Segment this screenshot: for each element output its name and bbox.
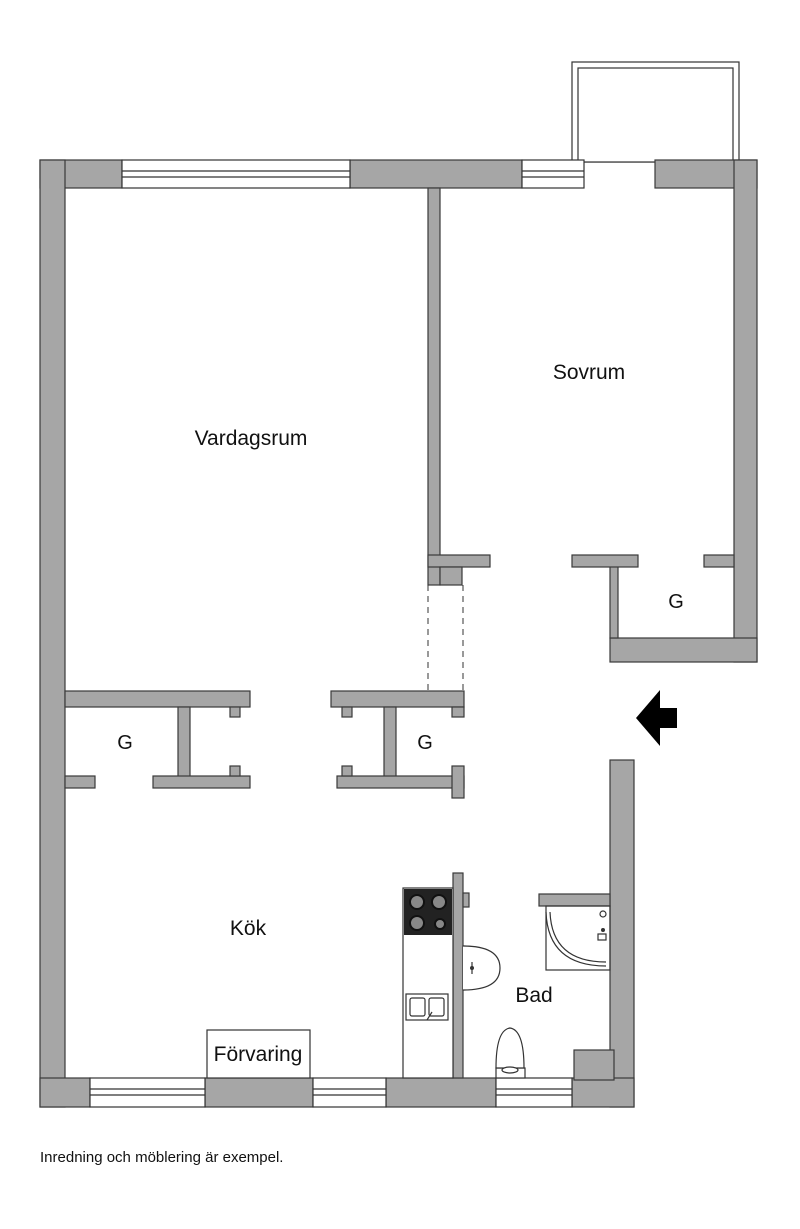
room-label-g-center: G: [417, 732, 433, 754]
window-bottom-2: [312, 1077, 387, 1108]
room-label-vardagsrum: Vardagsrum: [195, 427, 308, 450]
exterior-walls: [39, 159, 758, 1108]
room-label-forvaring: Förvaring: [214, 1043, 303, 1066]
balcony: [571, 61, 740, 163]
entrance-arrow-icon: [636, 690, 677, 746]
stove-icon: [404, 889, 452, 935]
toilet-icon: [495, 1027, 526, 1079]
disclaimer-text: Inredning och möblering är exempel.: [40, 1149, 284, 1166]
window-bottom-1: [89, 1077, 206, 1108]
washbasin-icon: [462, 945, 501, 991]
storage-box: [206, 1029, 311, 1079]
room-label-g-sovrum: G: [668, 591, 684, 613]
room-label-bad: Bad: [515, 984, 552, 1007]
dashed-opening: [427, 585, 464, 691]
windows: [89, 159, 585, 1108]
interior-walls: [64, 187, 735, 1079]
sink-icon: [405, 993, 449, 1021]
window-bottom-bath: [495, 1077, 573, 1108]
window-top-left: [121, 159, 351, 189]
shower-icon: [545, 905, 611, 971]
room-label-g-left: G: [117, 732, 133, 754]
room-label-sovrum: Sovrum: [553, 361, 625, 384]
room-label-kok: Kök: [230, 917, 267, 940]
window-top-small: [521, 159, 585, 189]
